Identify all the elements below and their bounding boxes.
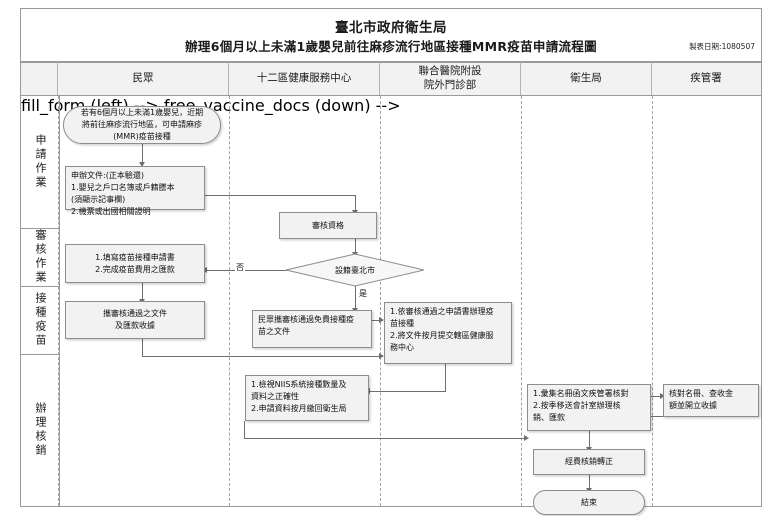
diamond-shape-icon — [285, 253, 425, 287]
header-divider-4 — [520, 62, 521, 95]
title-block: 臺北市政府衛生局 辦理6個月以上未滿1歲嬰兒前往麻疹流行地區接種MMR疫苗申請流… — [20, 8, 762, 62]
node-bureau-action-text: 1.彙集名冊函文疾管署核對 2.按季移送會計室辦理核 銷、匯款 — [533, 389, 629, 422]
stage-separator-1 — [21, 228, 59, 229]
page-title: 辦理6個月以上未滿1歲嬰兒前往麻疹流行地區接種MMR疫苗申請流程圖 — [185, 39, 597, 54]
lane-divider-public — [58, 96, 60, 506]
edge-hospital-down — [445, 364, 446, 391]
column-header-spacer — [20, 0, 38, 33]
arrow-bureau-to-cdc — [660, 393, 665, 399]
header-divider-3 — [379, 62, 380, 95]
report-date: 製表日期:1080507 — [689, 42, 755, 51]
column-header-hospital: 聯合醫院附設 院外門診部 — [418, 65, 482, 91]
node-end-text: 結束 — [581, 497, 597, 507]
flow-body: 申請作業 審核作業 接種疫苗 辦理核銷 fill_form (left) -->… — [20, 95, 762, 515]
edge-fillform-to-bringdocs — [142, 283, 143, 301]
column-header-cdc: 疾管署 — [690, 71, 722, 84]
stage-label-apply-text: 申請作業 — [34, 134, 47, 190]
node-decision-registered-taipei[interactable]: 設籍臺北市 — [285, 253, 425, 287]
stage-label-apply: 申請作業 — [21, 96, 59, 228]
column-header-band — [20, 62, 762, 97]
stage-label-settlement-text: 辦理核銷 — [34, 402, 47, 458]
node-review-qualification[interactable]: 審核資格 — [279, 212, 377, 239]
edge-start-to-documents — [142, 142, 143, 164]
node-start-text: 若有6個月以上未滿1歲嬰兒，近期 將前往麻疹流行地區，可申請麻疹 (MMR)疫苗… — [80, 108, 204, 141]
arrow-start-to-documents — [139, 162, 145, 167]
header-divider-2 — [228, 62, 229, 95]
org-title: 臺北市政府衛生局 — [335, 20, 447, 36]
stage-separator-3 — [21, 354, 59, 355]
edge-decision-no — [206, 270, 311, 271]
node-bring-docs[interactable]: 攜審核通過之文件 及匯款收據 — [65, 301, 205, 339]
node-niis-check-text: 1.檢視NIIS系統接種數量及 資料之正確性 2.申請資料按月繳回衛生局 — [251, 380, 347, 413]
edge-bureau-to-transfer — [589, 431, 590, 449]
node-end[interactable]: 結束 — [533, 490, 645, 515]
node-free-vaccine-docs-text: 民眾攜審核通過免費接種疫 苗之文件 — [258, 315, 354, 336]
column-header-bureau: 衛生局 — [570, 71, 602, 84]
node-bureau-action[interactable]: 1.彙集名冊函文疾管署核對 2.按季移送會計室辦理核 銷、匯款 — [527, 384, 651, 431]
stage-label-vaccinate-text: 接種疫苗 — [34, 292, 47, 348]
edge-bringdocs-right — [142, 356, 382, 357]
arrow-niis-to-bureau — [524, 435, 529, 441]
lane-divider-bureau — [521, 96, 523, 506]
node-cdc-action[interactable]: 核對名冊、查收金 額並開立收據 — [663, 384, 759, 417]
lane-divider-hospital — [380, 96, 382, 506]
stage-label-review: 審核作業 — [21, 228, 59, 286]
node-documents[interactable]: 申辦文件:(正本驗還) 1.嬰兒之戶口名簿或戶籍謄本 (須顯示記事欄) 2.機票… — [65, 166, 205, 216]
edge-bringdocs-down — [142, 339, 143, 356]
node-transfer[interactable]: 經費核銷轉正 — [533, 449, 645, 475]
stage-label-review-text: 審核作業 — [34, 229, 47, 285]
node-cdc-action-text: 核對名冊、查收金 額並開立收據 — [669, 389, 733, 410]
arrow-bringdocs-to-hospital — [379, 353, 384, 359]
node-transfer-text: 經費核銷轉正 — [565, 457, 613, 466]
edge-transfer-to-end — [589, 475, 590, 490]
node-hospital-action[interactable]: 1.依審核通過之申請書辦理疫 苗接種 2.將文件按月提交轄區健康服 務中心 — [384, 302, 512, 364]
node-fill-form[interactable]: 1.填寫疫苗接種申請書 2.完成疫苗費用之匯款 — [65, 244, 205, 283]
node-free-vaccine-docs[interactable]: 民眾攜審核通過免費接種疫 苗之文件 — [252, 310, 372, 348]
stage-label-settlement: 辦理核銷 — [21, 354, 59, 506]
edge-documents-right — [205, 195, 355, 196]
edge-label-yes: 是 — [358, 288, 368, 299]
edge-review-to-decision — [355, 239, 356, 254]
edge-label-no: 否 — [235, 262, 245, 273]
stage-rail-border — [59, 96, 60, 506]
node-review-qualification-text: 審核資格 — [312, 220, 344, 230]
edge-niis-down — [244, 421, 245, 438]
header-divider-5 — [651, 62, 652, 95]
node-decision-text: 設籍臺北市 — [335, 265, 375, 275]
column-header-public: 民眾 — [132, 71, 154, 84]
node-niis-check[interactable]: 1.檢視NIIS系統接種數量及 資料之正確性 2.申請資料按月繳回衛生局 — [245, 375, 369, 421]
edge-decision-yes — [355, 286, 356, 310]
stage-label-vaccinate: 接種疫苗 — [21, 286, 59, 354]
edge-documents-down — [355, 195, 356, 212]
lane-divider-cdc — [652, 96, 654, 506]
node-documents-text: 申辦文件:(正本驗還) 1.嬰兒之戶口名簿或戶籍謄本 (須顯示記事欄) 2.機票… — [71, 171, 175, 216]
node-hospital-action-text: 1.依審核通過之申請書辦理疫 苗接種 2.將文件按月提交轄區健康服 務中心 — [390, 307, 494, 352]
edge-hospital-to-niis — [369, 391, 446, 392]
node-bring-docs-text: 攜審核通過之文件 及匯款收據 — [103, 309, 167, 330]
header-divider-1 — [57, 62, 58, 95]
lane-divider-health-center — [229, 96, 231, 506]
stage-separator-2 — [21, 286, 59, 287]
arrow-freevaccine-to-hospital — [379, 317, 384, 323]
column-header-health-center: 十二區健康服務中心 — [256, 71, 352, 84]
node-start[interactable]: 若有6個月以上未滿1歲嬰兒，近期 將前往麻疹流行地區，可申請麻疹 (MMR)疫苗… — [63, 106, 221, 144]
edge-niis-to-bureau — [244, 438, 527, 439]
node-fill-form-text: 1.填寫疫苗接種申請書 2.完成疫苗費用之匯款 — [95, 252, 175, 274]
